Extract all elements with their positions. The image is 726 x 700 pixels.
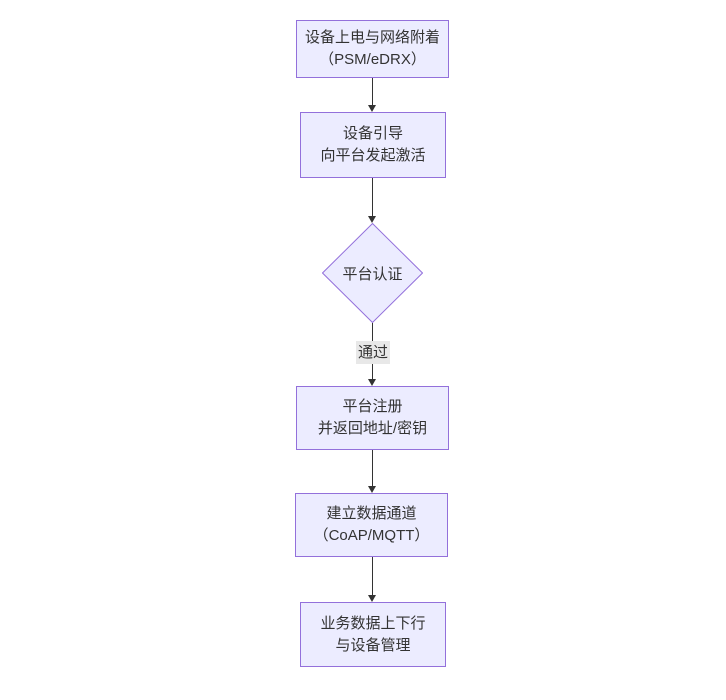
node-label-line: （CoAP/MQTT） (313, 527, 430, 544)
arrow-shaft (372, 78, 373, 106)
node-label-line: 设备上电与网络附着 (304, 29, 440, 46)
node-label-line: 建立数据通道 (326, 505, 417, 522)
decision-platform-auth: 平台认证 (322, 223, 423, 323)
node-label-line: 平台注册 (342, 398, 403, 415)
arrow-shaft (372, 450, 373, 487)
node-business-data-mgmt: 业务数据上下行 与设备管理 (300, 602, 446, 667)
node-device-bootstrap: 设备引导 向平台发起激活 (300, 112, 446, 178)
arrow-shaft (372, 557, 373, 596)
node-platform-register: 平台注册 并返回地址/密钥 (296, 386, 449, 450)
arrowhead-icon (368, 105, 376, 112)
node-power-network-attach: 设备上电与网络附着 （PSM/eDRX） (296, 20, 449, 78)
node-label-line: （PSM/eDRX） (319, 51, 426, 68)
edge-arrow-e-f (368, 557, 377, 602)
edge-label-pass: 通过 (355, 341, 391, 364)
arrowhead-icon (368, 379, 376, 386)
node-label-line: 与设备管理 (335, 636, 411, 654)
edge-arrow-b-c (368, 178, 377, 223)
edge-arrow-d-e (368, 450, 377, 493)
node-label-line: 平台认证 (342, 265, 403, 283)
node-data-channel: 建立数据通道 （CoAP/MQTT） (295, 493, 448, 557)
node-label-line: 向平台发起激活 (320, 147, 426, 164)
arrowhead-icon (368, 595, 376, 602)
node-label-line: 并返回地址/密钥 (317, 420, 428, 437)
edge-arrow-a-b (368, 78, 377, 112)
node-label-line: 业务数据上下行 (320, 614, 426, 632)
arrowhead-icon (368, 486, 376, 493)
node-label-line: 设备引导 (342, 125, 403, 142)
diamond-shape (322, 223, 423, 323)
arrowhead-icon (368, 216, 376, 223)
arrow-shaft (372, 178, 373, 217)
